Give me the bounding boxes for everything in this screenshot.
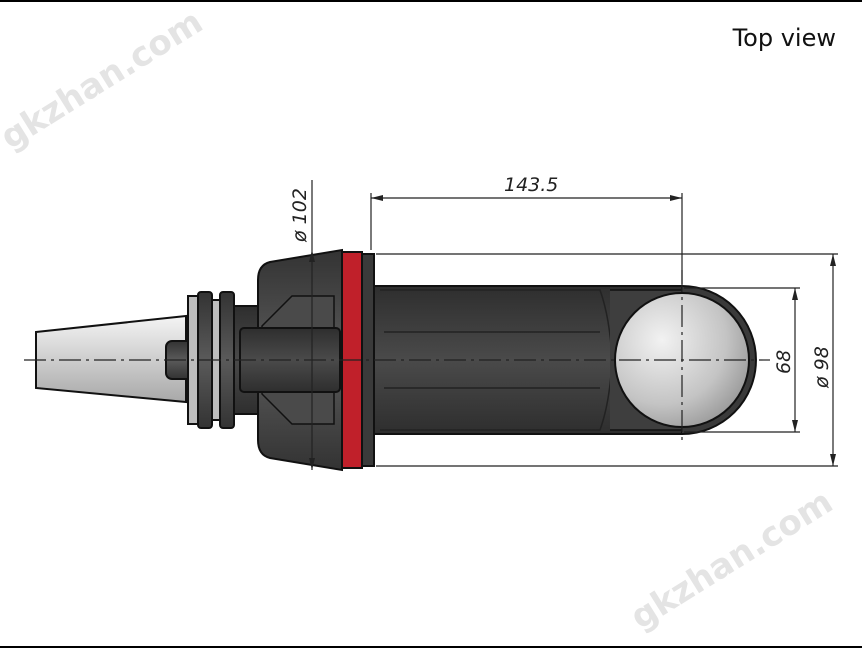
- dimension-flange-diameter: ø 102: [289, 180, 315, 470]
- dimension-body-diameter-label: ø 98: [811, 346, 833, 389]
- dimension-length: 143.5: [370, 174, 683, 284]
- dimension-length-label: 143.5: [504, 174, 558, 196]
- dimension-flange-diameter-label: ø 102: [289, 188, 311, 243]
- taper-shank: [35, 314, 187, 404]
- dimension-body-diameter: ø 98: [376, 253, 838, 467]
- dimension-ball-diameter: 68: [684, 287, 800, 433]
- watermark-top: gkzhan.com: [0, 2, 210, 158]
- view-title: Top view: [732, 24, 836, 52]
- dimension-ball-diameter-label: 68: [773, 350, 795, 374]
- watermark-bottom: gkzhan.com: [624, 482, 840, 638]
- bottom-border-line: [0, 646, 862, 648]
- top-border-line: [0, 0, 862, 2]
